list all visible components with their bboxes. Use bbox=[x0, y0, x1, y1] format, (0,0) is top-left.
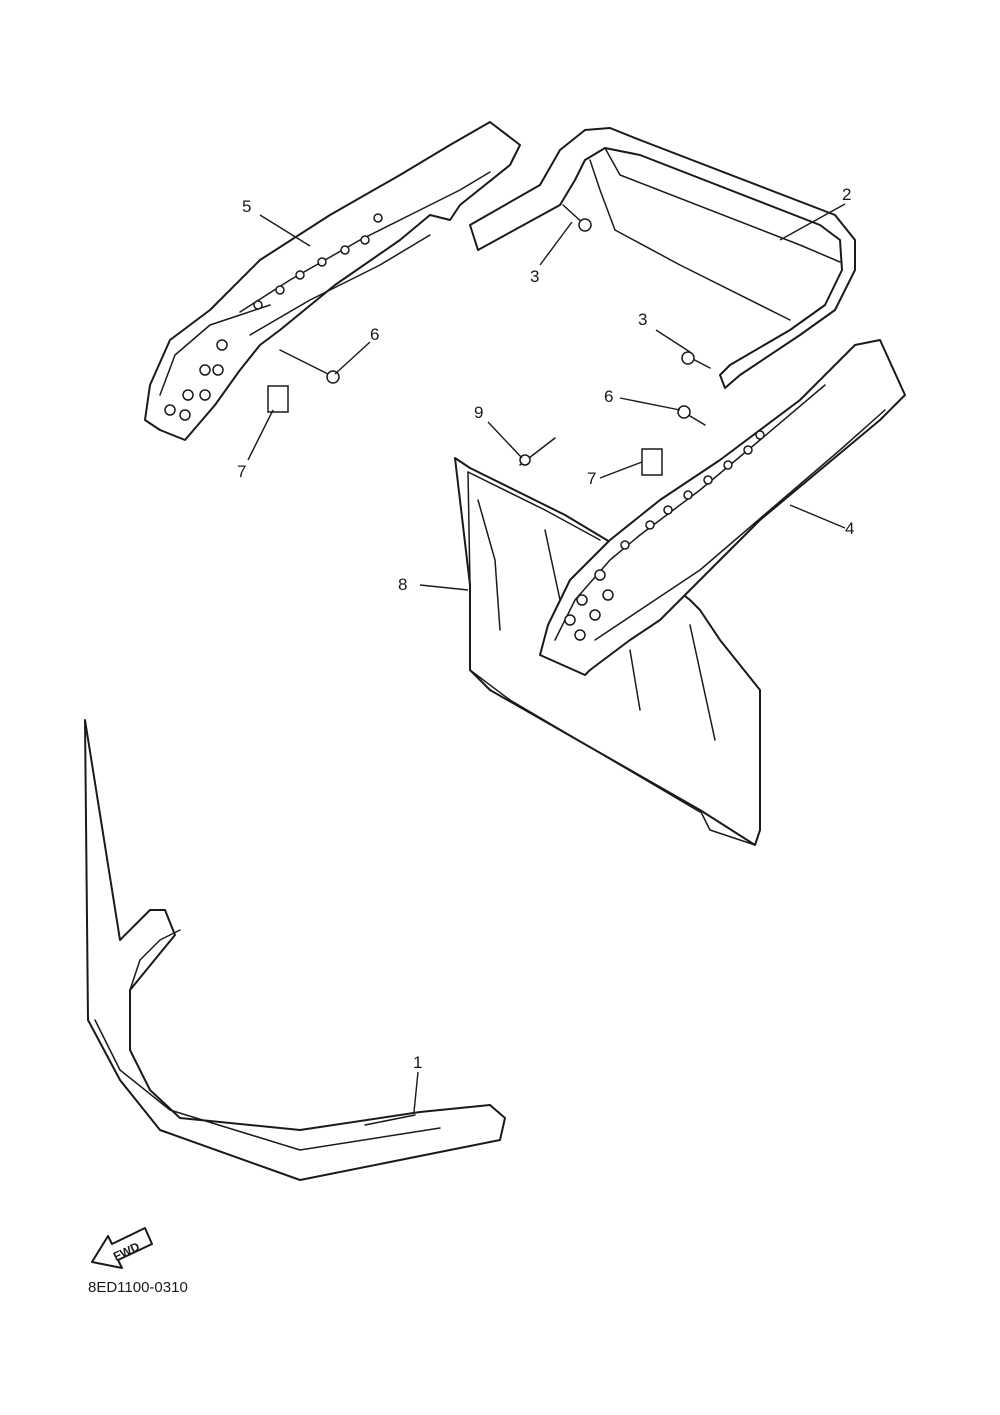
callout-6-right: 6 bbox=[604, 387, 613, 406]
part-1-front-bumper[interactable] bbox=[84, 719, 506, 1181]
clip-7-left bbox=[267, 385, 289, 413]
part-5-left-rail[interactable] bbox=[144, 121, 521, 441]
bolt-6-right bbox=[677, 405, 706, 426]
callout-3-lower: 3 bbox=[638, 310, 647, 329]
part-4-right-rail[interactable] bbox=[539, 339, 906, 676]
fwd-arrow-icon: FWD bbox=[91, 1227, 153, 1269]
rivet-9 bbox=[519, 437, 556, 466]
part-2-grab-rail[interactable] bbox=[469, 127, 856, 389]
callout-4: 4 bbox=[845, 519, 854, 538]
bolt-6-left bbox=[279, 349, 340, 384]
leader-lines bbox=[247, 203, 846, 1113]
callout-7-right: 7 bbox=[587, 469, 596, 488]
callout-3-upper: 3 bbox=[530, 267, 539, 286]
callout-8: 8 bbox=[398, 575, 407, 594]
callout-5: 5 bbox=[242, 197, 251, 216]
bolt-3-lower bbox=[681, 351, 711, 369]
callout-2: 2 bbox=[842, 185, 851, 204]
callout-7-left: 7 bbox=[237, 462, 246, 481]
callout-1: 1 bbox=[413, 1053, 422, 1072]
callout-9: 9 bbox=[474, 403, 483, 422]
callout-6-left: 6 bbox=[370, 325, 379, 344]
bolt-3-upper bbox=[562, 204, 592, 232]
drawing-code: 8ED1100-0310 bbox=[88, 1279, 188, 1296]
clip-7-right bbox=[641, 448, 663, 476]
